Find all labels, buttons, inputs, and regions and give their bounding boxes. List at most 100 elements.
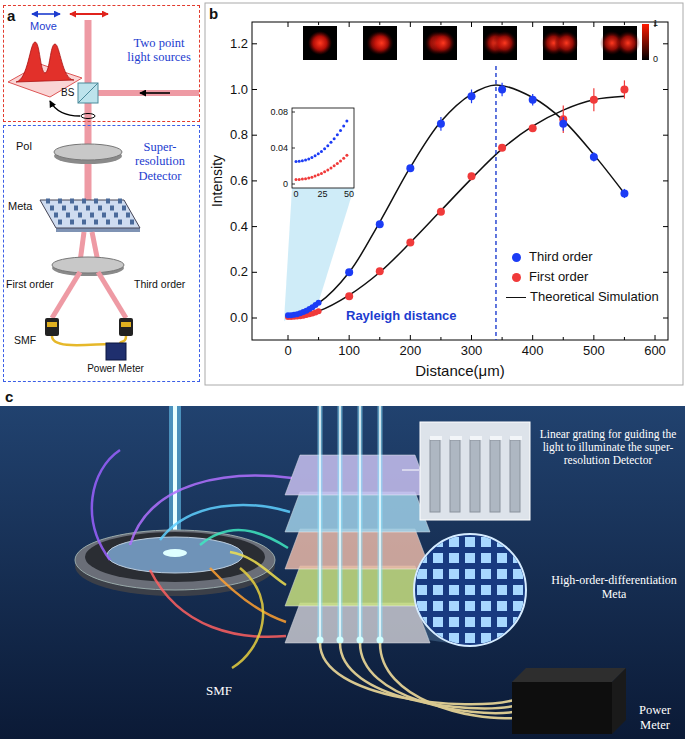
tick — [663, 89, 668, 90]
panel-letter: c — [5, 388, 13, 405]
meta-cell — [497, 537, 507, 547]
tick — [292, 148, 295, 149]
inset-point — [345, 120, 348, 123]
nano-pillar — [78, 213, 82, 218]
intensity-image — [483, 26, 517, 60]
legend-text: First order — [529, 270, 588, 285]
light-strand — [150, 570, 286, 637]
grating-ridge-top — [450, 436, 462, 440]
meta-cell — [449, 617, 459, 627]
data-point — [590, 153, 598, 161]
meta-cell — [529, 537, 539, 547]
fiber-label: SMF — [14, 334, 36, 346]
fiber-coupler — [45, 318, 59, 336]
data-point — [376, 267, 384, 275]
inset-tick: 25 — [317, 189, 327, 199]
data-point — [498, 144, 506, 152]
meta-cell — [417, 553, 427, 563]
data-point — [437, 120, 445, 128]
tick — [292, 112, 295, 113]
data-point — [468, 92, 476, 100]
tick — [624, 22, 625, 25]
light-beam — [98, 90, 199, 96]
optical-fiber — [380, 643, 514, 718]
data-point — [406, 239, 414, 247]
output-beam-core — [339, 406, 341, 640]
light-strand — [200, 530, 288, 548]
data-point — [345, 292, 353, 300]
meta-cell — [417, 649, 427, 659]
nano-pillar — [82, 199, 86, 204]
axis-tick: 400 — [522, 344, 544, 359]
axis-title: Intensity — [209, 155, 225, 207]
meta-cell — [433, 553, 443, 563]
tick — [663, 43, 668, 44]
axis-tick: 200 — [399, 344, 421, 359]
callout-text: Linear grating for guiding the light to … — [534, 428, 682, 468]
nano-pillar — [98, 206, 102, 211]
zoom-shading — [284, 188, 354, 321]
tick — [532, 22, 533, 27]
meta-cell — [449, 601, 459, 611]
nano-pillar — [118, 199, 122, 204]
motion-arrow — [32, 13, 60, 15]
meta-cell — [529, 553, 539, 563]
inset-tick: 0 — [283, 179, 288, 189]
tick — [663, 226, 668, 227]
tick — [252, 272, 257, 273]
tick — [663, 318, 668, 319]
inset-point — [329, 167, 332, 170]
axis-tick: 1.0 — [230, 82, 248, 97]
inset-point — [295, 178, 298, 181]
grating-ridge — [470, 440, 480, 512]
component-label: BS — [61, 87, 74, 99]
axis-title: Distance(μm) — [415, 362, 505, 379]
meta-cell — [449, 649, 459, 659]
nano-pillar — [70, 199, 74, 204]
tick — [502, 337, 503, 340]
meta-cell — [529, 617, 539, 627]
legend-swatch — [512, 253, 521, 262]
inset-point — [320, 172, 323, 175]
meta-cell — [513, 537, 523, 547]
direction-arrow — [140, 92, 170, 94]
nano-pillar — [86, 206, 90, 211]
meta-cell — [465, 649, 475, 659]
light-spot — [370, 31, 394, 55]
light-spot — [493, 31, 517, 55]
beam-splitter — [78, 83, 98, 103]
tick — [252, 226, 257, 227]
sample-point — [81, 114, 95, 119]
tick — [349, 335, 350, 340]
grating-ridge — [430, 440, 440, 512]
meta-cell — [481, 601, 491, 611]
tick — [440, 22, 441, 25]
data-point — [316, 308, 322, 314]
component-label: Pol — [16, 140, 32, 153]
data-point — [316, 300, 322, 306]
optical-fiber — [52, 336, 110, 345]
nano-pillar — [46, 199, 50, 204]
axis-tick: 0.8 — [230, 128, 248, 143]
simulation-curve — [288, 85, 624, 317]
meta-cell — [417, 585, 427, 595]
data-point — [437, 208, 445, 216]
meta-cell — [465, 553, 475, 563]
inset-point — [326, 169, 329, 172]
metasurface — [40, 200, 140, 228]
inset-point — [310, 156, 313, 159]
nano-pillar — [114, 213, 118, 218]
light-spot — [308, 31, 332, 55]
fiber-label: SMF — [206, 684, 232, 699]
data-point — [559, 120, 567, 128]
light-spot — [308, 31, 332, 55]
inset-point — [295, 160, 298, 163]
meta-cell — [433, 601, 443, 611]
legend-item: Theoretical Simulation — [505, 290, 659, 305]
legend-text: Theoretical Simulation — [530, 290, 659, 305]
legend-line-sample — [506, 297, 526, 298]
nano-pillar — [66, 213, 70, 218]
meta-grid — [417, 537, 539, 659]
device-base — [75, 530, 275, 590]
axis-tick: 0.4 — [230, 219, 248, 234]
